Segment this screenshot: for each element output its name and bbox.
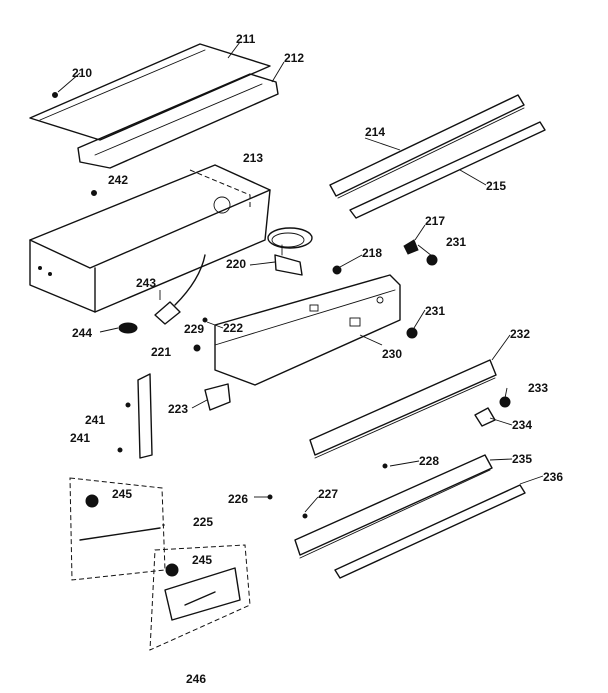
- label-236: 236: [543, 470, 563, 484]
- control-panel: [214, 274, 401, 386]
- label-244: 244: [72, 326, 92, 340]
- label-232: 232: [510, 327, 530, 341]
- label-220: 220: [226, 257, 246, 271]
- label-213: 213: [243, 151, 263, 165]
- knob-234: [474, 407, 496, 427]
- top-cover-panel: [29, 43, 271, 141]
- label-233: 233: [528, 381, 548, 395]
- screw-241-lower: [117, 447, 123, 453]
- wire-coil-assembly: [267, 227, 313, 276]
- label-246: 246: [186, 672, 206, 686]
- label-222: 222: [223, 321, 243, 335]
- screw-242: [91, 190, 97, 196]
- bracket-223: [204, 383, 231, 411]
- screw-226: [267, 494, 273, 500]
- label-231-upper: 231: [446, 235, 466, 249]
- label-245-lower: 245: [192, 553, 212, 567]
- part-labels: 210 211 212 213 214 215 217 218 220 221 …: [70, 32, 563, 686]
- rail-214: [329, 94, 525, 199]
- lower-cover-panel: [77, 73, 279, 169]
- label-210: 210: [72, 66, 92, 80]
- knob-231-upper: [426, 254, 438, 266]
- label-211: 211: [236, 32, 256, 46]
- rail-215: [349, 121, 546, 219]
- label-243: 243: [136, 276, 156, 290]
- screw-241-upper: [125, 402, 131, 408]
- plug-244: [118, 322, 138, 334]
- label-242: 242: [108, 173, 128, 187]
- label-228: 228: [419, 454, 439, 468]
- label-212: 212: [284, 51, 304, 65]
- label-218: 218: [362, 246, 382, 260]
- screw-227: [302, 513, 308, 519]
- rail-232: [309, 359, 497, 459]
- label-230: 230: [382, 347, 402, 361]
- label-229: 229: [184, 322, 204, 336]
- nut-218: [332, 265, 342, 275]
- knob-233: [499, 396, 511, 408]
- label-223: 223: [168, 402, 188, 416]
- knob-231-lower: [406, 327, 418, 339]
- label-225: 225: [193, 515, 213, 529]
- kit-225: [69, 477, 166, 581]
- rail-235: [294, 454, 493, 559]
- label-217: 217: [425, 214, 445, 228]
- leader-lines: [57, 41, 544, 526]
- knob-217: [403, 239, 419, 255]
- bracket-221: [137, 373, 153, 459]
- label-221: 221: [151, 345, 171, 359]
- rail-236: [334, 484, 526, 579]
- label-234: 234: [512, 418, 532, 432]
- connector-243: [154, 254, 206, 325]
- screw-228: [382, 463, 388, 469]
- label-226: 226: [228, 492, 248, 506]
- kit-246: [149, 544, 251, 651]
- label-214: 214: [365, 125, 385, 139]
- label-235: 235: [512, 452, 532, 466]
- screw-222: [202, 317, 208, 323]
- label-231-lower: 231: [425, 304, 445, 318]
- label-241-lower: 241: [70, 431, 90, 445]
- label-227: 227: [318, 487, 338, 501]
- label-245-upper: 245: [112, 487, 132, 501]
- screw-210: [52, 92, 58, 98]
- label-241-upper: 241: [85, 413, 105, 427]
- label-215: 215: [486, 179, 506, 193]
- screw-229: [193, 344, 201, 352]
- main-housing: [29, 164, 271, 313]
